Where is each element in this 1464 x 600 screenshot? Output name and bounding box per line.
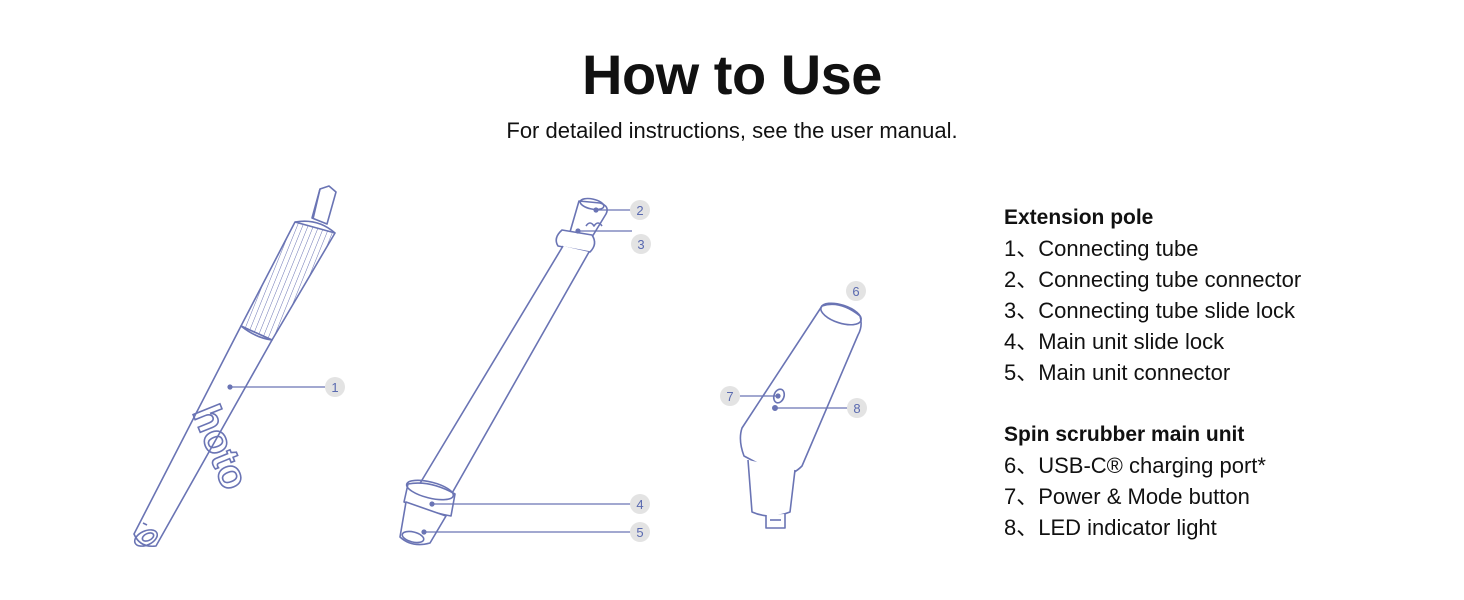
svg-text:4: 4	[636, 497, 643, 512]
legend-item: 2、Connecting tube connector	[1004, 267, 1302, 292]
legend-extension-pole: Extension pole 1、Connecting tube 2、Conne…	[1004, 202, 1301, 388]
callout-2: 2	[630, 200, 650, 220]
legend-item: 4、Main unit slide lock	[1004, 329, 1225, 354]
legend-item: 6、USB-C® charging port*	[1004, 453, 1266, 478]
callout-6: 6	[846, 281, 866, 301]
legend-item: 8、LED indicator light	[1004, 515, 1217, 540]
legend-item: 1、Connecting tube	[1004, 236, 1199, 261]
page-subtitle: For detailed instructions, see the user …	[506, 118, 958, 143]
page-title: How to Use	[582, 43, 882, 106]
callout-7: 7	[720, 386, 740, 406]
svg-text:2: 2	[636, 203, 643, 218]
extension-pole-illustration	[399, 197, 608, 546]
legend-heading-main-unit: Spin scrubber main unit	[1004, 423, 1245, 446]
callout-8: 8	[847, 398, 867, 418]
callout-5: 5	[630, 522, 650, 542]
legend-item: 7、Power & Mode button	[1004, 484, 1250, 509]
svg-text:7: 7	[726, 389, 733, 404]
legend-item: 5、Main unit connector	[1004, 360, 1231, 385]
legend-heading-extension-pole: Extension pole	[1004, 206, 1154, 229]
connecting-tube-illustration	[133, 185, 337, 548]
svg-text:6: 6	[852, 284, 859, 299]
legend-list-extension-pole: 1、Connecting tube 2、Connecting tube conn…	[1004, 233, 1301, 388]
legend-main-unit: Spin scrubber main unit 6、USB-C® chargin…	[1004, 419, 1266, 543]
svg-text:5: 5	[636, 525, 643, 540]
svg-text:1: 1	[331, 380, 338, 395]
legend-item: 3、Connecting tube slide lock	[1004, 298, 1296, 323]
svg-text:3: 3	[637, 237, 644, 252]
callout-4: 4	[630, 494, 650, 514]
svg-text:8: 8	[853, 401, 860, 416]
callout-3: 3	[631, 234, 651, 254]
main-unit-illustration	[739, 302, 862, 529]
legend-list-main-unit: 6、USB-C® charging port* 7、Power & Mode b…	[1004, 450, 1266, 543]
callout-1: 1	[325, 377, 345, 397]
leader-lines	[227, 207, 848, 535]
